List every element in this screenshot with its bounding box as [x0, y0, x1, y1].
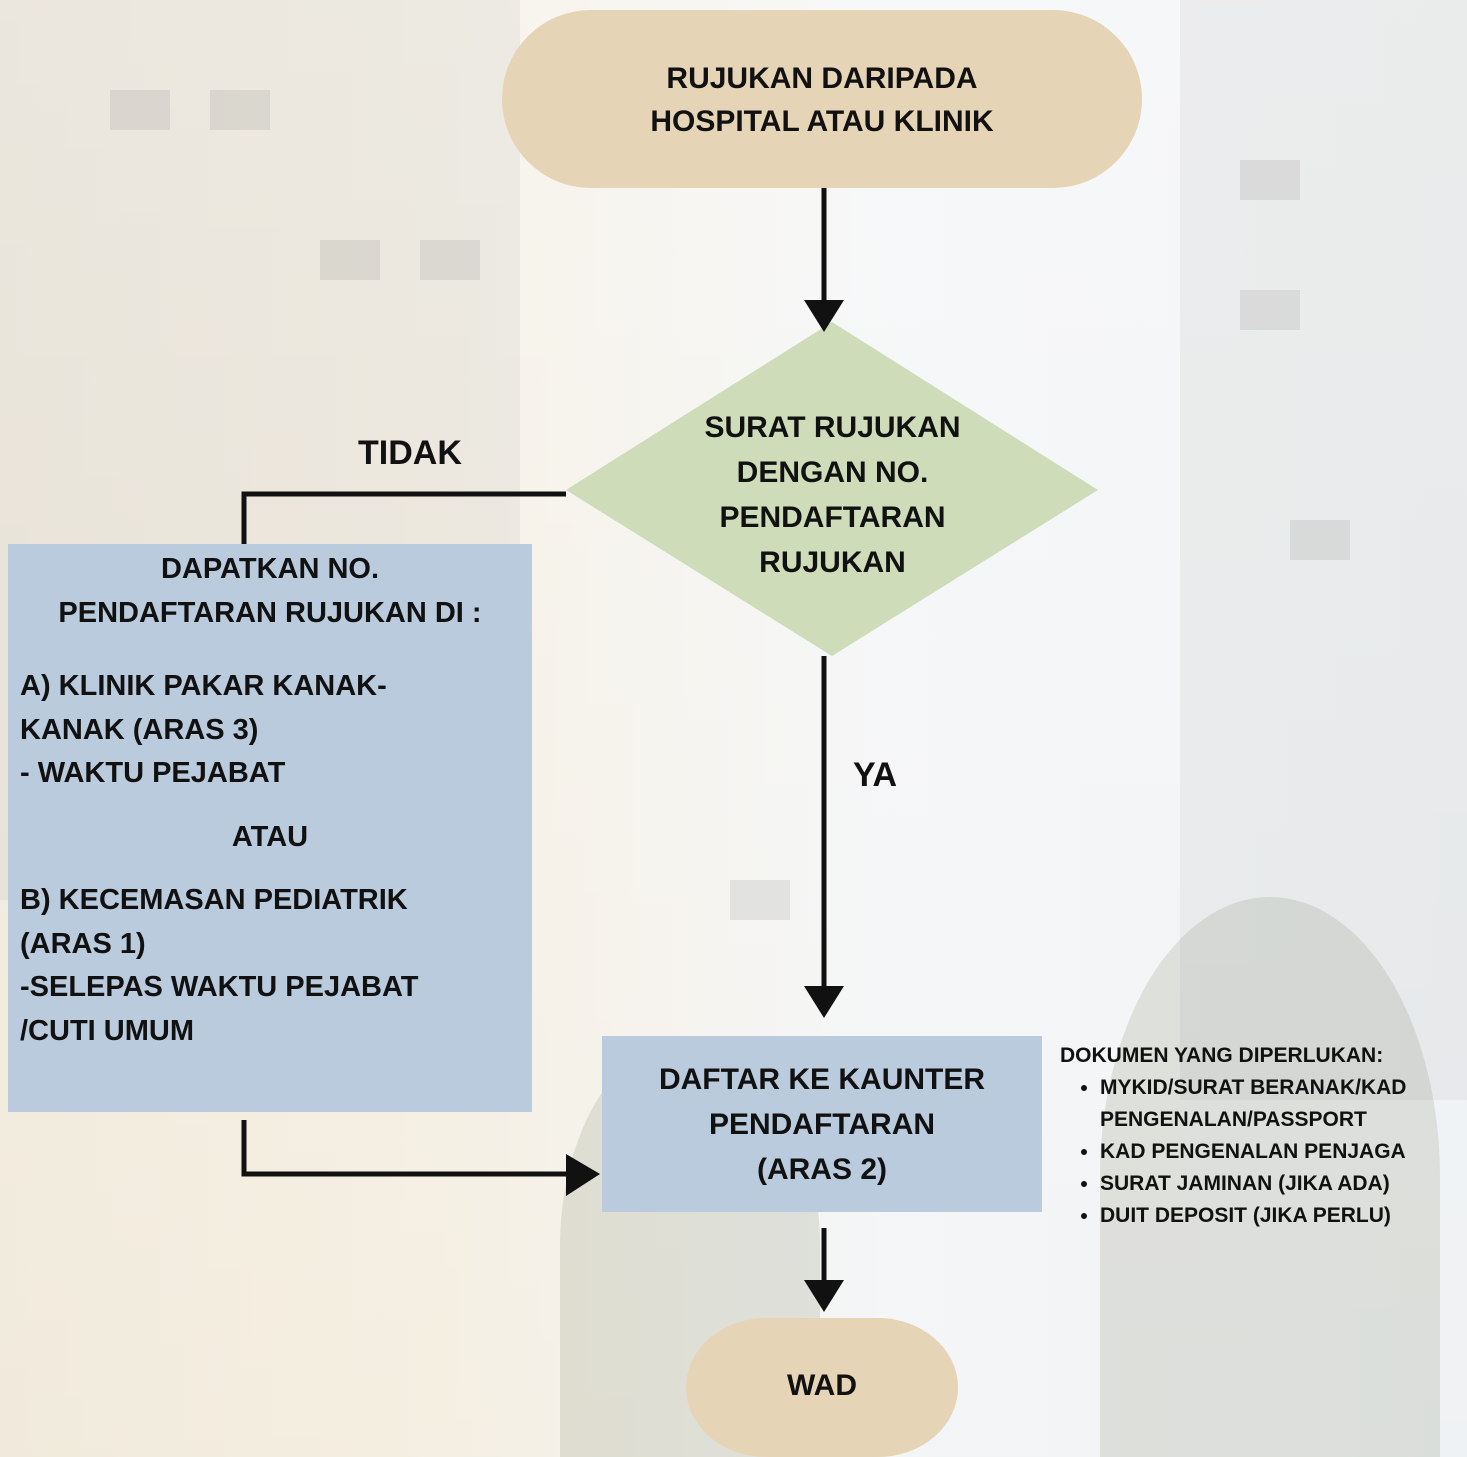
window [1240, 160, 1300, 200]
arrowhead-down [804, 300, 844, 332]
window [320, 240, 380, 280]
window [730, 880, 790, 920]
arrowhead-down [804, 986, 844, 1018]
option-a: A) KLINIK PAKAR KANAK- KANAK (ARAS 3) - … [20, 670, 387, 789]
arrowheads [566, 300, 844, 1312]
window [210, 90, 270, 130]
start-terminal [502, 10, 1142, 188]
document-item: KAD PENGENALAN PENJAGA [1100, 1136, 1460, 1168]
documents-list: MYKID/SURAT BERANAK/KAD PENGENALAN/PASSP… [1060, 1072, 1460, 1232]
referral-info-text: DAPATKAN NO. PENDAFTARAN RUJUKAN DI : A)… [8, 544, 532, 1112]
yes-branch-label: YA [853, 756, 898, 794]
window [420, 240, 480, 280]
document-item: SURAT JAMINAN (JIKA ADA) [1100, 1168, 1460, 1200]
start-label: RUJUKAN DARIPADA HOSPITAL ATAU KLINIK [650, 61, 994, 139]
document-item: MYKID/SURAT BERANAK/KAD PENGENALAN/PASSP… [1100, 1072, 1460, 1136]
connector-no-branch [241, 491, 566, 544]
window [110, 90, 170, 130]
or-label: ATAU [231, 820, 309, 853]
documents-title: DOKUMEN YANG DIPERLUKAN: [1060, 1044, 1384, 1067]
palm-tree [1100, 897, 1440, 1457]
referral-info-box [8, 544, 532, 1112]
arrowhead-right [566, 1154, 600, 1196]
arrowhead-down [804, 1280, 844, 1312]
end-label: WAD [787, 1368, 857, 1402]
registration-label: DAFTAR KE KAUNTER PENDAFTARAN (ARAS 2) [658, 1062, 986, 1186]
referral-heading: DAPATKAN NO. PENDAFTARAN RUJUKAN DI : [58, 553, 482, 629]
connectors [241, 188, 827, 1282]
window [1240, 290, 1300, 330]
option-b: B) KECEMASAN PEDIATRIK (ARAS 1) -SELEPAS… [20, 884, 419, 1047]
connector-left-to-register [241, 1120, 572, 1177]
document-item: DUIT DEPOSIT (JIKA PERLU) [1100, 1200, 1460, 1232]
building-right [1180, 0, 1467, 1100]
decision-diamond [566, 322, 1098, 656]
required-documents: DOKUMEN YANG DIPERLUKAN: MYKID/SURAT BER… [1060, 1040, 1460, 1231]
no-branch-label: TIDAK [358, 434, 462, 472]
registration-box [602, 1036, 1042, 1212]
decision-label: SURAT RUJUKAN DENGAN NO. PENDAFTARAN RUJ… [704, 411, 961, 579]
end-terminal [686, 1318, 958, 1457]
window [1290, 520, 1350, 560]
